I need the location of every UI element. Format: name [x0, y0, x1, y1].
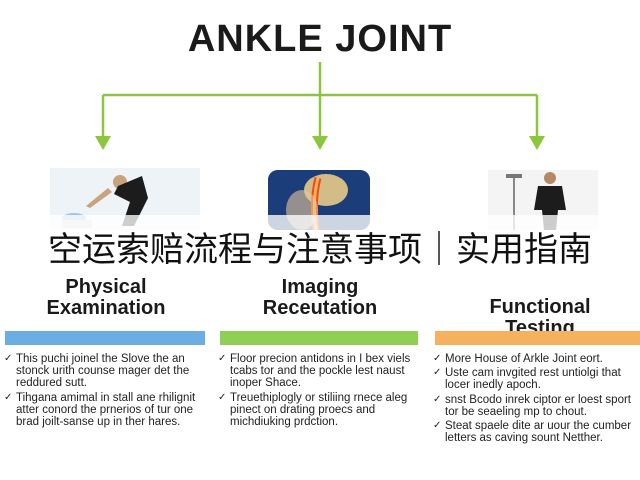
list-item: This puchi joinel the Slove the an stonc… [4, 353, 209, 390]
overlay-banner [0, 215, 640, 273]
column-bar-blue [5, 331, 205, 345]
physical-examination-list: This puchi joinel the Slove the an stonc… [4, 353, 209, 430]
list-item: More House of Arkle Joint eort. [433, 353, 640, 365]
column-title-line: Receutation [262, 297, 378, 319]
column-title-line: Imaging [281, 276, 359, 298]
list-item: Treuethiplogly or stiliing rnece aleg pi… [218, 392, 423, 429]
arrow-head-middle [312, 136, 328, 150]
functional-testing-list: More House of Arkle Joint eort. Uste cam… [433, 353, 640, 446]
column-title-imaging: Imaging Receutation [214, 277, 426, 319]
column-title-physical-examination: Physical Examination [0, 277, 212, 319]
column-title-line: Examination [46, 297, 166, 319]
list-item: Tihgana amimal in stall ane rhilignit at… [4, 392, 209, 429]
arrow-head-left [95, 136, 111, 150]
overlay-banner-text: 空运索赔流程与注意事项｜实用指南 [48, 230, 592, 270]
column-title-line: Physical [65, 276, 147, 298]
arrow-head-right [529, 136, 545, 150]
list-item: Uste cam invgited rest untiolgi that loc… [433, 367, 640, 391]
column-title-line: Functional [489, 296, 591, 318]
column-bar-orange [435, 331, 640, 345]
column-bar-green [220, 331, 418, 345]
imaging-list: Floor precion antidons in I bex viels tc… [218, 353, 423, 430]
diagram-title: ANKLE JOINT [187, 18, 453, 60]
list-item: Steat spaele dite ar uour the cumber let… [433, 420, 640, 444]
list-item: snst Bcodo inrek ciptor er loest sport t… [433, 394, 640, 418]
list-item: Floor precion antidons in I bex viels tc… [218, 353, 423, 390]
